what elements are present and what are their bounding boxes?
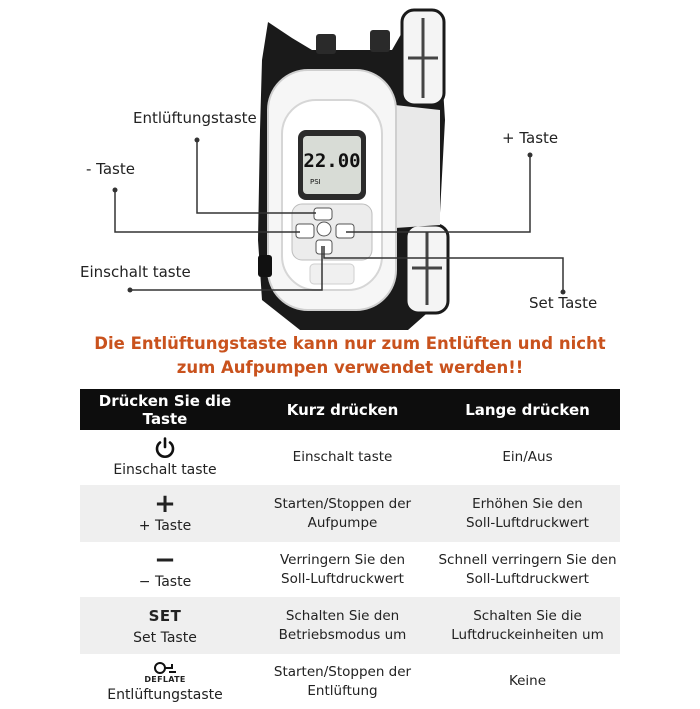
deflate-icon-text: DEFLATE [144,674,186,684]
callout-entlueftungstaste: Entlüftungstaste [133,109,257,127]
row-long-press: Erhöhen Sie den [472,495,583,512]
air-pump-drawing: 22.00 PSI [112,8,566,330]
header-button: Drücken Sie die Taste [98,391,232,428]
row-button-name: Entlüftungstaste [107,687,223,703]
row-short-press: Betriebsmodus um [278,626,407,643]
row-short-press: Starten/Stoppen der [273,495,412,512]
row-button-name: + Taste [138,518,192,534]
warning-line-1: Die Entlüftungstaste kann nur zum Entlüf… [94,334,606,353]
warning-line-2: zum Aufpumpen verwendet werden!! [176,358,524,377]
power-icon [153,435,177,461]
table-row: DEFLATE Entlüftungstaste Starten/Stoppen… [80,654,620,709]
row-short-press: Aufpumpe [307,514,378,531]
callout-minus-taste: - Taste [86,160,135,178]
table-row: − − Taste Verringern Sie den Soll-Luftdr… [80,542,620,597]
row-short-press: Einschalt taste [292,449,393,465]
table-row: Einschalt taste Einschalt taste Ein/Aus [80,430,620,485]
table-row: SET Set Taste Schalten Sie den Betriebsm… [80,597,620,654]
row-short-press: Soll-Luftdruckwert [281,570,404,587]
row-long-press: Luftdruckeinheiten um [451,626,604,643]
header-short-press: Kurz drücken [286,400,399,419]
row-long-press: Keine [508,673,547,689]
row-long-press: Schnell verringern Sie den [438,551,617,568]
row-long-press: Soll-Luftdruckwert [466,570,589,587]
row-button-name: Set Taste [133,630,197,646]
button-function-table: Drücken Sie die Taste Kurz drücken Lange… [80,389,620,709]
minus-symbol: − [154,544,176,575]
row-short-press: Entlüftung [307,682,378,699]
row-short-press: Verringern Sie den [279,551,406,568]
deflate-warning: Die Entlüftungstaste kann nur zum Entlüf… [0,332,700,380]
set-symbol: SET [148,606,182,625]
table-row: + + Taste Starten/Stoppen der Aufpumpe E… [80,485,620,542]
table-header: Drücken Sie die Taste Kurz drücken Lange… [80,389,620,430]
row-short-press: Starten/Stoppen der [273,663,412,680]
lcd-value: 22.00 [303,150,360,172]
row-short-press: Schalten Sie den [285,607,400,624]
row-long-press: Ein/Aus [502,449,553,465]
callout-plus-taste: + Taste [502,129,559,147]
row-long-press: Soll-Luftdruckwert [466,514,589,531]
row-button-name: − Taste [138,574,192,590]
header-long-press: Lange drücken [465,400,590,419]
plus-symbol: + [154,488,176,519]
device-illustration: 22.00 PSI Entlüftungstaste - Taste + [0,0,700,330]
callout-set-taste: Set Taste [529,294,598,312]
row-button-name: Einschalt taste [113,462,217,478]
lcd-unit: PSI [310,178,321,186]
callout-einschalt-taste: Einschalt taste [80,263,191,281]
row-long-press: Schalten Sie die [473,607,582,624]
deflate-icon: DEFLATE [144,658,185,686]
